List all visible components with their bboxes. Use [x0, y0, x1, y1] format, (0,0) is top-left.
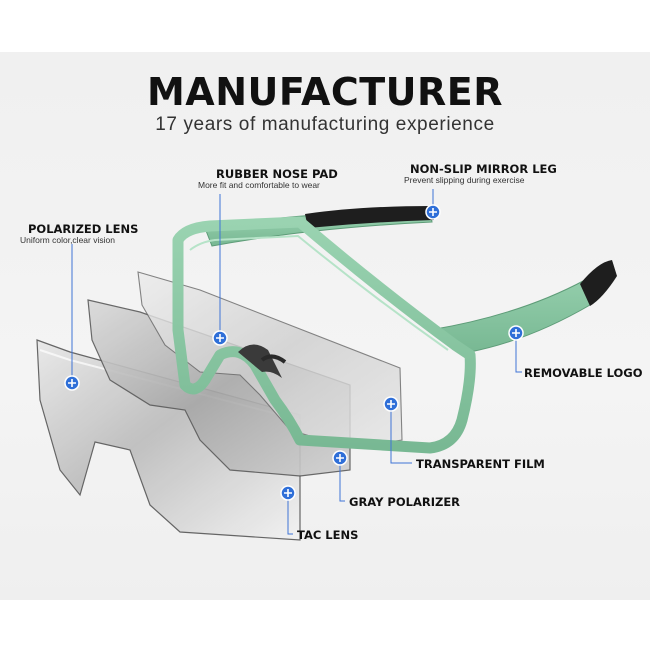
glasses-frame [172, 206, 617, 454]
hotspot-removable-logo[interactable] [508, 325, 524, 341]
hotspot-gray-polarizer[interactable] [332, 450, 348, 466]
hotspot-tac-lens[interactable] [280, 485, 296, 501]
label-non-slip-mirror-leg: NON-SLIP MIRROR LEG [410, 162, 557, 176]
label-polarized-lens: POLARIZED LENS [28, 222, 139, 236]
rubber-arm-tip [580, 260, 617, 306]
page-title: MANUFACTURER [146, 70, 504, 114]
hotspot-mirror-leg[interactable] [425, 204, 441, 220]
hotspot-nose-pad[interactable] [212, 330, 228, 346]
label-transparent-film: TRANSPARENT FILM [416, 457, 545, 471]
note-non-slip-mirror-leg: Prevent slipping during exercise [404, 175, 525, 185]
rubber-temple-tip [305, 206, 434, 228]
nose-pad-shape [238, 344, 282, 378]
label-gray-polarizer: GRAY POLARIZER [349, 495, 461, 509]
note-rubber-nose-pad: More fit and comfortable to wear [198, 180, 320, 190]
page-subtitle: 17 years of manufacturing experience [155, 114, 495, 135]
note-polarized-lens: Uniform color,clear vision [20, 235, 115, 245]
leader-lines [71, 189, 522, 535]
label-removable-logo: REMOVABLE LOGO [524, 366, 643, 380]
label-rubber-nose-pad: RUBBER NOSE PAD [216, 167, 338, 181]
hotspot-markers [64, 204, 524, 501]
hotspot-polarized-lens[interactable] [64, 375, 80, 391]
label-tac-lens: TAC LENS [297, 528, 359, 542]
hotspot-transparent-film[interactable] [383, 396, 399, 412]
